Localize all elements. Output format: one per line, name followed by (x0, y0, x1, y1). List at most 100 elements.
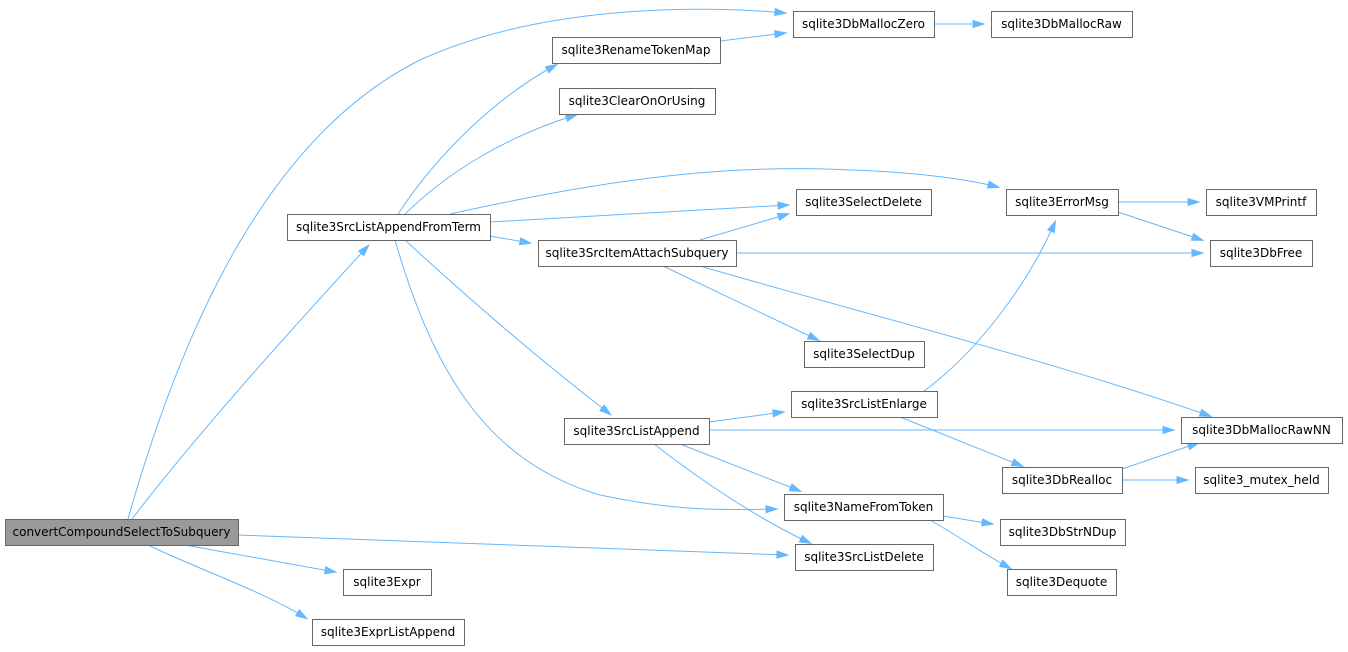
edge-nameFromToken-to-dbStrNDup (942, 515, 995, 527)
node-vmPrintf[interactable]: sqlite3VMPrintf (1206, 189, 1317, 216)
edge-dbRealloc-to-dbMallocRawNN (1121, 442, 1201, 470)
node-label: sqlite3DbMallocRaw (1001, 17, 1122, 31)
node-expr[interactable]: sqlite3Expr (343, 569, 432, 596)
arrowhead (776, 550, 790, 559)
edge-root-to-exprListAppend (147, 544, 309, 620)
node-label: sqlite3SrcListAppend (573, 424, 699, 438)
node-selectDup[interactable]: sqlite3SelectDup (804, 341, 925, 368)
arrowhead (518, 237, 533, 246)
edge-srcListEnlarge-to-dbRealloc (899, 416, 1025, 467)
edge-dbMallocZero-to-dbMallocRaw (934, 19, 986, 29)
arrowhead (1187, 197, 1201, 207)
node-label: sqlite3DbRealloc (1012, 473, 1112, 487)
arrowhead (972, 19, 986, 29)
arrowhead (774, 7, 788, 17)
edge-nameFromToken-to-dequote (929, 519, 1013, 570)
edge-srcItemAttachSubquery-to-selectDup (662, 265, 821, 342)
node-label: sqlite3NameFromToken (794, 500, 934, 514)
node-label: sqlite3SrcListEnlarge (801, 397, 927, 411)
node-srcListEnlarge[interactable]: sqlite3SrcListEnlarge (791, 391, 938, 418)
arrowhead (323, 566, 338, 575)
arrowhead (357, 244, 370, 257)
arrowhead (1191, 248, 1205, 258)
arrowhead (1198, 408, 1213, 417)
arrowhead (1190, 232, 1205, 241)
node-label: sqlite3DbStrNDup (1009, 525, 1117, 539)
arrowhead (798, 534, 813, 545)
arrowhead (777, 201, 791, 210)
edge-srcListAppend-to-srcListEnlarge (708, 409, 786, 423)
node-srcListAppendFromTerm[interactable]: sqlite3SrcListAppendFromTerm (287, 214, 491, 241)
node-dbMallocZero[interactable]: sqlite3DbMallocZero (793, 11, 935, 38)
node-selectDelete[interactable]: sqlite3SelectDelete (796, 189, 932, 216)
node-label: sqlite3RenameTokenMap (562, 43, 711, 57)
arrowhead (1010, 458, 1025, 467)
node-label: sqlite3SrcItemAttachSubquery (546, 246, 729, 260)
node-label: sqlite3DbMallocRawNN (1192, 423, 1331, 437)
arrowhead (776, 212, 791, 221)
node-label: sqlite3_mutex_held (1203, 473, 1319, 487)
node-mutexHeld[interactable]: sqlite3_mutex_held (1195, 467, 1329, 494)
edge-srcListAppendFromTerm-to-errorMsg (449, 168, 1001, 215)
edge-srcListAppendFromTerm-to-srcListAppend (404, 239, 613, 416)
node-label: sqlite3VMPrintf (1216, 195, 1307, 209)
edge-errorMsg-to-dbFree (1117, 211, 1205, 241)
node-label: sqlite3SelectDelete (805, 195, 922, 209)
node-label: sqlite3Expr (353, 575, 421, 589)
edge-srcListEnlarge-to-errorMsg (923, 219, 1057, 392)
node-srcItemAttachSubquery[interactable]: sqlite3SrcItemAttachSubquery (538, 240, 737, 267)
node-clearOnOrUsing[interactable]: sqlite3ClearOnOrUsing (559, 88, 716, 115)
edge-srcItemAttachSubquery-to-dbMallocRawNN (699, 265, 1213, 417)
node-dbStrNDup[interactable]: sqlite3DbStrNDup (1000, 519, 1126, 546)
node-nameFromToken[interactable]: sqlite3NameFromToken (784, 494, 944, 521)
node-dequote[interactable]: sqlite3Dequote (1007, 569, 1117, 596)
node-dbFree[interactable]: sqlite3DbFree (1210, 240, 1313, 267)
node-srcListAppend[interactable]: sqlite3SrcListAppend (564, 418, 710, 445)
arrowhead (1047, 219, 1057, 234)
node-label: sqlite3Dequote (1016, 575, 1108, 589)
arrowhead (980, 518, 995, 527)
edge-errorMsg-to-vmPrintf (1118, 197, 1201, 207)
arrowhead (544, 63, 559, 74)
node-srcListDelete[interactable]: sqlite3SrcListDelete (795, 544, 934, 571)
node-root[interactable]: convertCompoundSelectToSubquery (5, 519, 239, 546)
arrowhead (774, 30, 788, 39)
edge-dbRealloc-to-mutexHeld (1122, 475, 1190, 485)
arrowhead (564, 114, 579, 123)
edge-srcListAppendFromTerm-to-nameFromToken (394, 239, 779, 514)
node-label: sqlite3SrcListDelete (804, 550, 924, 564)
node-dbMallocRaw[interactable]: sqlite3DbMallocRaw (991, 11, 1133, 38)
arrowhead (986, 180, 1001, 189)
edge-srcListAppendFromTerm-to-renameTokenMap (397, 63, 559, 215)
edge-srcItemAttachSubquery-to-selectDelete (699, 212, 791, 241)
arrowhead (772, 409, 786, 418)
node-dbRealloc[interactable]: sqlite3DbRealloc (1002, 467, 1123, 494)
node-errorMsg[interactable]: sqlite3ErrorMsg (1006, 189, 1119, 216)
node-label: sqlite3ClearOnOrUsing (569, 94, 706, 108)
node-dbMallocRawNN[interactable]: sqlite3DbMallocRawNN (1181, 417, 1343, 444)
node-label: sqlite3ErrorMsg (1015, 195, 1109, 209)
node-label: sqlite3SrcListAppendFromTerm (296, 220, 481, 234)
edge-root-to-srcListDelete (237, 534, 790, 559)
arrowhead (998, 559, 1013, 570)
edge-root-to-srcListAppendFromTerm (131, 244, 370, 520)
arrowhead (788, 483, 803, 492)
edge-srcListAppendFromTerm-to-srcItemAttachSubquery (489, 235, 533, 246)
node-label: sqlite3DbFree (1220, 246, 1303, 260)
edge-srcListAppend-to-srcListDelete (653, 443, 813, 545)
edge-srcItemAttachSubquery-to-dbFree (736, 248, 1205, 258)
arrowhead (765, 505, 779, 514)
node-renameTokenMap[interactable]: sqlite3RenameTokenMap (552, 37, 721, 64)
node-exprListAppend[interactable]: sqlite3ExprListAppend (312, 619, 465, 646)
edge-srcListAppendFromTerm-to-clearOnOrUsing (404, 114, 579, 215)
arrowhead (1176, 475, 1190, 485)
edge-root-to-dbMallocZero (127, 7, 788, 520)
edge-renameTokenMap-to-dbMallocZero (719, 30, 788, 42)
arrowhead (599, 404, 613, 416)
edge-srcListAppendFromTerm-to-selectDelete (489, 201, 791, 223)
node-label: sqlite3SelectDup (813, 347, 915, 361)
edge-root-to-expr (184, 544, 338, 575)
edge-srcListAppend-to-nameFromToken (679, 443, 803, 492)
edge-srcListAppend-to-dbMallocRawNN (709, 425, 1176, 435)
